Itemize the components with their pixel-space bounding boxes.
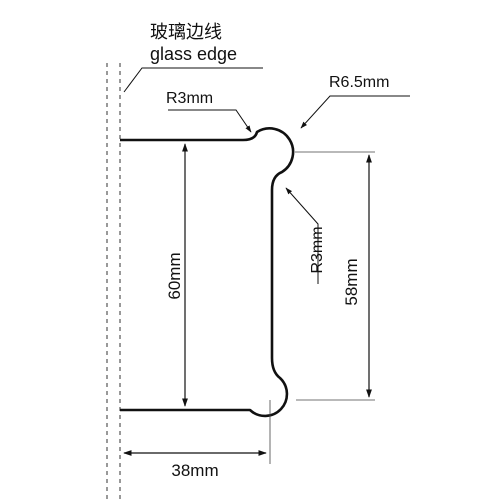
glass-edge-label-en: glass edge <box>150 44 237 64</box>
glass-edge-leader <box>123 67 263 93</box>
dim-38mm-label: 38mm <box>171 461 218 480</box>
r6-5-leader <box>300 95 410 129</box>
r3-middle-leader <box>285 187 319 284</box>
r3-top-label: R3mm <box>166 90 213 107</box>
dim-58mm-label: 58mm <box>342 258 361 305</box>
glass-edge-label-cn: 玻璃边线 <box>150 22 222 42</box>
r6-5-label: R6.5mm <box>329 74 389 91</box>
r3-top-leader <box>168 109 252 133</box>
r3-middle-label: R3mm <box>309 226 326 273</box>
dim-60mm-label: 60mm <box>165 252 184 299</box>
profile-outline <box>120 127 295 418</box>
